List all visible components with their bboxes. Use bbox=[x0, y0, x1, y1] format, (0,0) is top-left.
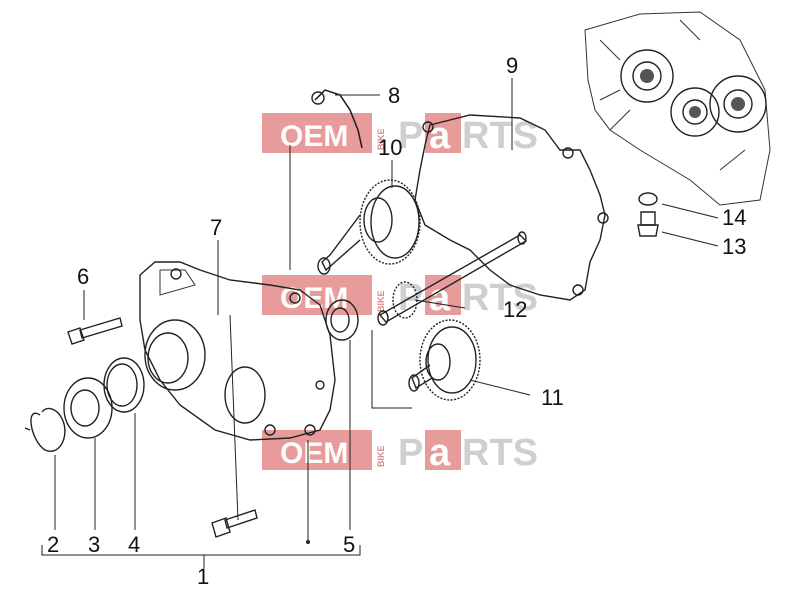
callout-12: 12 bbox=[503, 297, 527, 322]
gasket-hole bbox=[422, 121, 434, 133]
watermark-a-box bbox=[425, 113, 461, 153]
callout-11: 11 bbox=[541, 385, 564, 410]
watermark-bottom: OEM BIKE P a RTS bbox=[262, 430, 538, 474]
seal-ring-4 bbox=[103, 357, 145, 413]
bearing-3 bbox=[63, 377, 113, 439]
gasket-hole bbox=[562, 147, 574, 159]
watermark-oem-text: OEM bbox=[280, 120, 348, 153]
watermark-a-text: a bbox=[429, 432, 451, 474]
callout-6: 6 bbox=[77, 264, 89, 289]
watermark-middle: OEM BIKE P a RTS bbox=[262, 275, 538, 319]
callout-4: 4 bbox=[128, 532, 140, 557]
watermark-oem-text: OEM bbox=[280, 437, 348, 470]
gasket bbox=[414, 114, 606, 301]
watermark-bike-text: BIKE bbox=[376, 445, 386, 467]
washer-14 bbox=[638, 192, 658, 206]
gear-shaft-10 bbox=[317, 179, 421, 275]
breather-pipe-8 bbox=[311, 89, 363, 149]
watermark-a-text: a bbox=[429, 115, 451, 157]
watermark-a-box bbox=[425, 430, 461, 470]
gear-11 bbox=[408, 319, 481, 401]
callout-3: 3 bbox=[88, 532, 100, 557]
bolt-7 bbox=[211, 509, 258, 538]
gasket-hole bbox=[597, 212, 609, 224]
watermark-bike-text: BIKE bbox=[376, 290, 386, 312]
callout-1: 1 bbox=[197, 564, 209, 589]
callout-2: 2 bbox=[47, 532, 59, 557]
watermark-rts-text: RTS bbox=[462, 277, 538, 319]
watermark-oem-box bbox=[262, 275, 372, 315]
callout-10: 10 bbox=[378, 135, 402, 160]
watermark-oem-box bbox=[262, 430, 372, 470]
leader-lines bbox=[41, 78, 719, 568]
watermark-rts-text: RTS bbox=[462, 432, 538, 474]
callout-13: 13 bbox=[722, 234, 746, 259]
watermark-p-text: P bbox=[398, 115, 423, 157]
circlip-2 bbox=[24, 407, 66, 452]
transmission-cover bbox=[139, 261, 336, 441]
callout-8: 8 bbox=[388, 83, 400, 108]
gasket-hole bbox=[572, 284, 584, 296]
gearbox-housing bbox=[584, 11, 771, 206]
watermark-rts-text: RTS bbox=[462, 115, 538, 157]
bearing-5 bbox=[325, 299, 359, 341]
callout-5: 5 bbox=[343, 532, 355, 557]
callout-9: 9 bbox=[506, 53, 518, 78]
watermark-p-text: P bbox=[398, 432, 423, 474]
watermark-oem-text: OEM bbox=[280, 282, 348, 315]
callout-7: 7 bbox=[210, 215, 222, 240]
watermark-a-text: a bbox=[429, 277, 451, 319]
bolt-6 bbox=[67, 317, 123, 345]
watermark-bike-text: BIKE bbox=[376, 128, 386, 150]
drain-plug-13 bbox=[637, 211, 659, 237]
callout-14: 14 bbox=[722, 205, 746, 230]
